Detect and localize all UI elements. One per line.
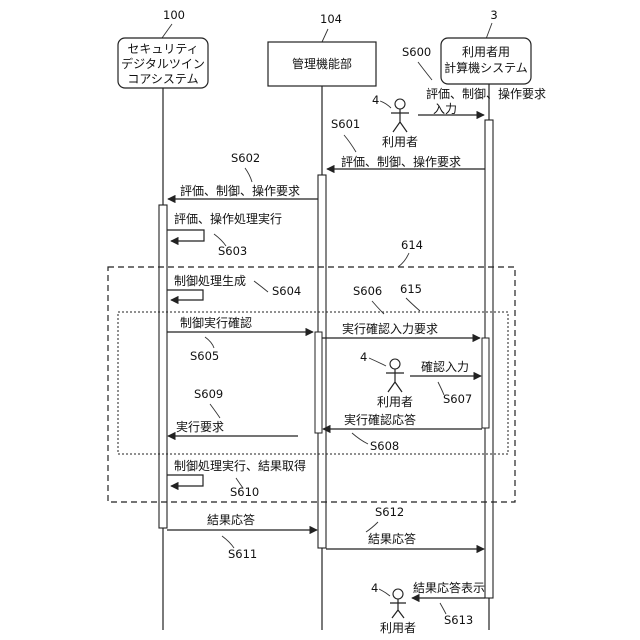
- participant-user-system: 利用者用 計算機システム: [441, 38, 531, 84]
- step-s600: S600: [402, 45, 431, 59]
- user-actor-bottom-head: [393, 589, 403, 599]
- step-s602: S602: [231, 151, 260, 165]
- step-s609-leader: [210, 404, 220, 418]
- step-s610: S610: [230, 485, 259, 499]
- message-s613: 結果応答表示: [413, 580, 485, 595]
- step-s607: S607: [443, 392, 472, 406]
- step-s608: S608: [370, 439, 399, 453]
- step-s600-leader: [418, 62, 432, 80]
- message-s602: 評価、制御、操作要求: [180, 183, 300, 198]
- user-actor-middle: 4 利用者: [360, 350, 413, 409]
- user-actor-top: 4 利用者: [372, 93, 418, 149]
- user-actor-middle-leader: [369, 358, 386, 366]
- message-s600-line1: 評価、制御、操作要求: [426, 86, 546, 101]
- step-s611: S611: [228, 547, 257, 561]
- user-actor-top-head: [395, 99, 405, 109]
- step-s604: S604: [272, 284, 301, 298]
- user-actor-middle-label: 利用者: [377, 395, 413, 409]
- activation-management-nested: [315, 332, 322, 433]
- message-s610-arrow: [167, 475, 203, 486]
- participant-label-security-twin-1: セキュリティ: [127, 42, 198, 56]
- user-actor-bottom-ref: 4: [371, 581, 378, 595]
- participant-label-user-system-2: 計算機システム: [444, 60, 528, 75]
- message-s609: 実行要求: [176, 419, 224, 434]
- participant-label-security-twin-2: デジタルツイン: [121, 56, 205, 71]
- participant-management: 管理機能部: [268, 42, 376, 86]
- ref-leader-management: [322, 29, 328, 42]
- step-s608-leader: [352, 433, 368, 444]
- step-s601: S601: [331, 117, 360, 131]
- user-actor-bottom-body: [390, 599, 406, 618]
- message-s610: 制御処理実行、結果取得: [174, 458, 306, 473]
- region-outer-leader: [398, 253, 409, 267]
- step-s605-leader: [205, 337, 214, 348]
- user-actor-top-leader: [380, 101, 391, 108]
- activation-user-system-nested: [482, 338, 489, 428]
- message-s600-line2: 入力: [433, 102, 457, 116]
- ref-leader-user-system: [486, 23, 492, 39]
- message-s612: 結果応答: [368, 531, 416, 546]
- participant-ref-user-system: 3: [490, 8, 497, 22]
- step-s604-leader: [254, 281, 268, 292]
- region-inner-leader: [406, 298, 420, 311]
- step-s603: S603: [218, 244, 247, 258]
- step-s605: S605: [190, 349, 219, 363]
- message-s611: 結果応答: [207, 512, 255, 527]
- step-s612: S612: [375, 505, 404, 519]
- ref-leader-security-twin: [162, 24, 172, 38]
- user-actor-bottom-leader: [379, 589, 390, 596]
- user-actor-bottom-label: 利用者: [380, 621, 416, 635]
- message-s604-arrow: [167, 290, 203, 300]
- user-actor-top-ref: 4: [372, 93, 379, 107]
- step-s606: S606: [353, 284, 382, 298]
- user-actor-top-body: [391, 109, 409, 132]
- message-s604: 制御処理生成: [174, 273, 246, 288]
- message-s601: 評価、制御、操作要求: [341, 154, 461, 169]
- user-actor-middle-head: [390, 359, 400, 369]
- step-s609: S609: [194, 387, 223, 401]
- participant-security-twin: セキュリティ デジタルツイン コアシステム: [118, 38, 208, 88]
- message-s608: 実行確認応答: [344, 412, 416, 427]
- region-outer-ref: 614: [401, 238, 423, 252]
- user-actor-bottom: 4 利用者: [371, 581, 416, 635]
- message-s605: 制御実行確認: [180, 315, 252, 330]
- activation-security-twin: [159, 205, 167, 528]
- participant-ref-management: 104: [320, 12, 342, 26]
- message-s607: 確認入力: [421, 359, 469, 374]
- step-s612-leader: [366, 522, 378, 532]
- region-outer-frame: [108, 267, 515, 502]
- step-s613: S613: [444, 613, 473, 627]
- message-s603-arrow: [167, 230, 204, 241]
- message-s603: 評価、操作処理実行: [174, 211, 282, 226]
- participant-label-user-system-1: 利用者用: [462, 45, 510, 59]
- user-actor-middle-ref: 4: [360, 350, 367, 364]
- step-s602-leader: [245, 168, 252, 182]
- participant-label-management: 管理機能部: [292, 56, 352, 71]
- participant-ref-security-twin: 100: [163, 8, 185, 22]
- message-s606: 実行確認入力要求: [342, 321, 438, 336]
- participant-label-security-twin-3: コアシステム: [127, 72, 198, 86]
- region-inner-ref: 615: [400, 282, 422, 296]
- user-actor-middle-body: [386, 369, 404, 392]
- step-s601-leader: [344, 135, 356, 152]
- user-actor-top-label: 利用者: [382, 135, 418, 149]
